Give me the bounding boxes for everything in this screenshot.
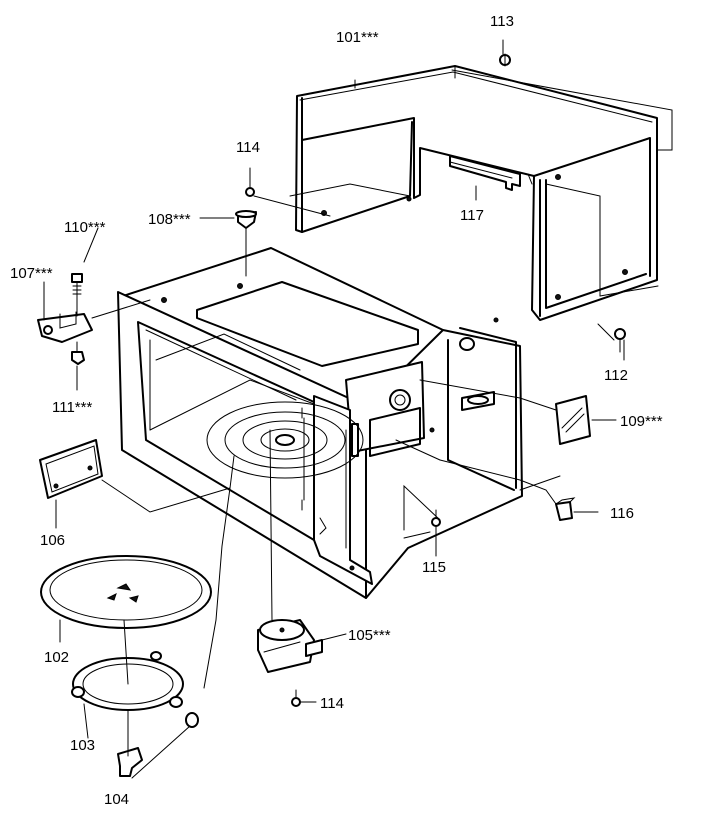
label-114-top: 114 (236, 139, 260, 156)
label-102: 102 (44, 649, 69, 666)
label-104: 104 (104, 791, 129, 808)
part-109-plate (555, 395, 591, 445)
label-101: 101*** (336, 29, 379, 46)
part-105-motor (257, 619, 323, 673)
part-102-glass-tray (40, 555, 212, 629)
part-114-screw-top (245, 175, 255, 197)
label-106: 106 (40, 532, 65, 549)
label-117: 117 (460, 207, 484, 224)
label-105: 105*** (348, 627, 391, 644)
part-116-foot (555, 497, 576, 521)
leader-lines (43, 39, 673, 779)
part-114-screw-bottom (291, 689, 301, 707)
part-117-bracket (449, 155, 521, 191)
part-112-screw (614, 328, 626, 353)
label-103: 103 (70, 737, 95, 754)
part-103-roller-ring (71, 651, 199, 728)
part-labels: 101*** 113 114 108*** 117 110*** 107*** … (10, 13, 663, 808)
label-108: 108*** (148, 211, 191, 228)
label-107: 107*** (10, 265, 53, 282)
part-104-coupler (117, 747, 143, 777)
main-chassis (117, 247, 523, 599)
part-111-nut (71, 351, 85, 365)
label-110: 110*** (64, 219, 106, 236)
part-107-hinge-bracket (37, 311, 93, 343)
label-113: 113 (490, 13, 514, 30)
label-116: 116 (610, 505, 634, 522)
part-108-lamp (235, 210, 257, 229)
label-111: 111*** (52, 399, 92, 416)
label-115: 115 (422, 559, 446, 576)
cavity-floor-rings (206, 401, 364, 479)
label-114-bottom: 114 (320, 695, 344, 712)
part-110-screw (71, 273, 83, 299)
part-106-cover (39, 439, 103, 499)
part-101-outer-cabinet (295, 65, 658, 321)
label-112: 112 (604, 367, 628, 384)
part-113-screw (499, 53, 511, 67)
label-109: 109*** (620, 413, 663, 430)
